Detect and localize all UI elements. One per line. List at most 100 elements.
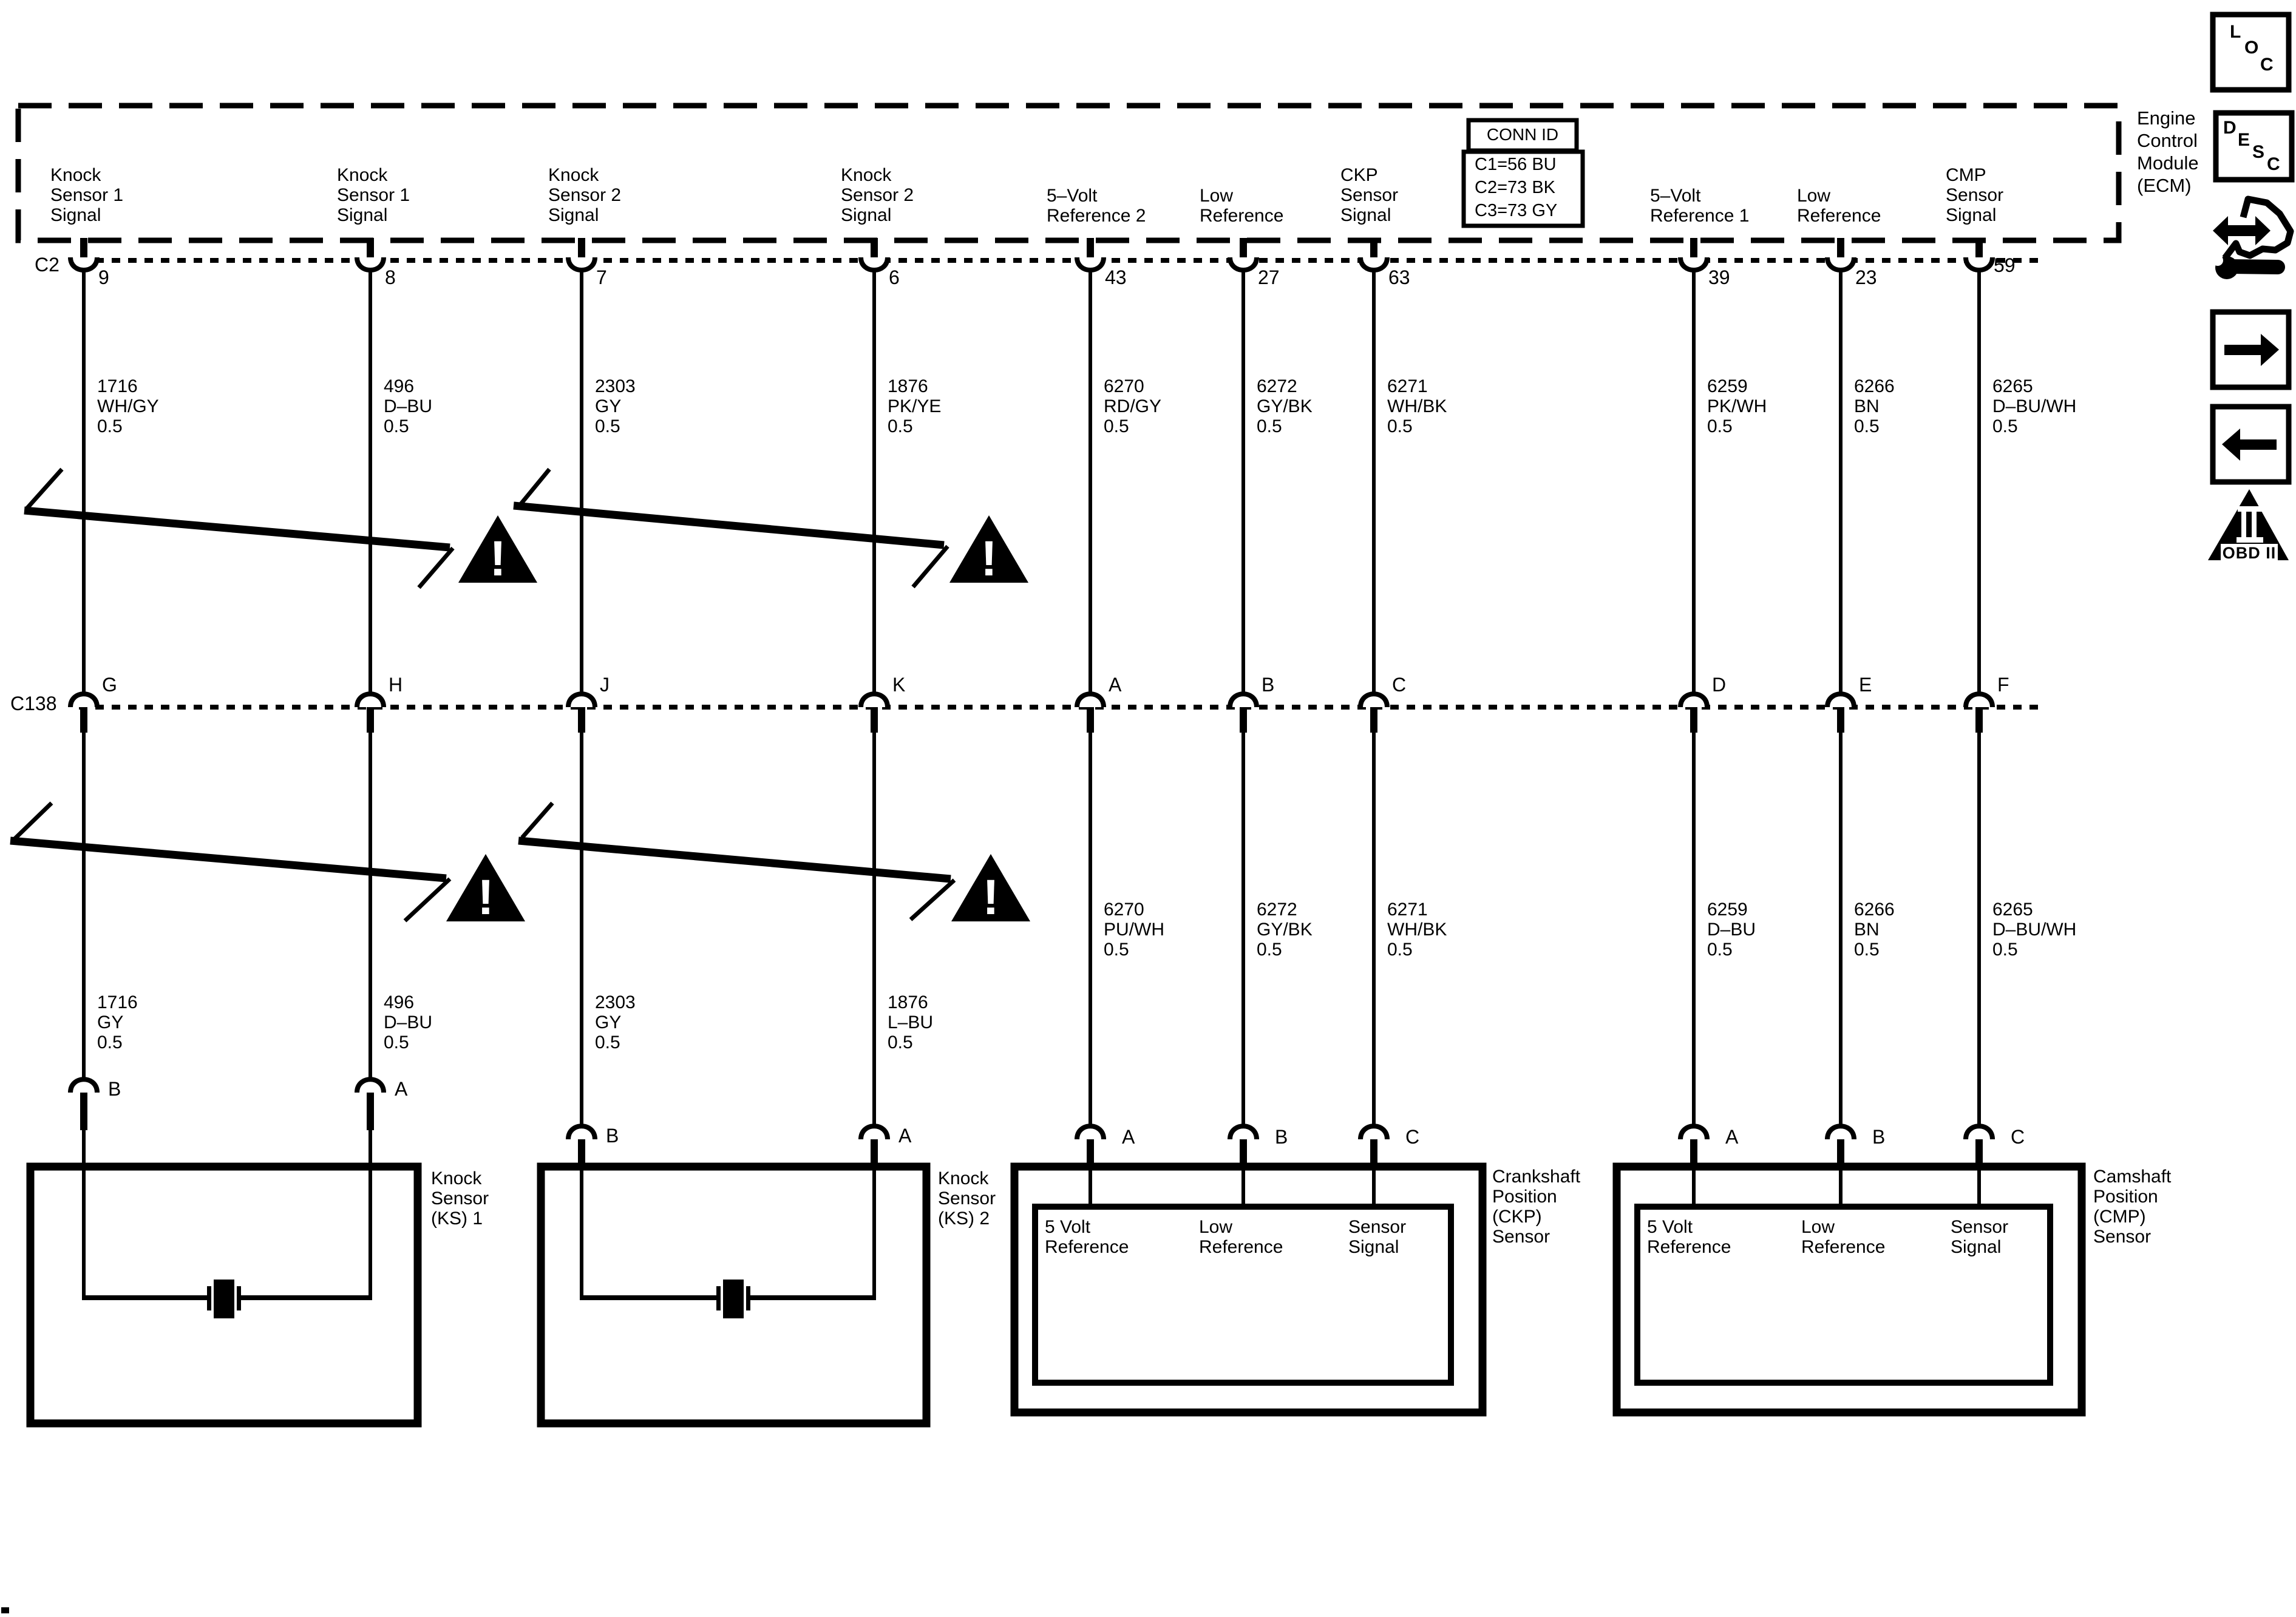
wire-segment-lower (1839, 733, 1843, 1126)
wire-segment-upper (1241, 270, 1245, 694)
ckp-sensor-label: Crankshaft Position (CKP) Sensor (1492, 1167, 1581, 1247)
ecm-pin-stub (1837, 238, 1844, 257)
sensor-pin-letter: B (606, 1125, 619, 1147)
wire-circuit-label-upper: 6259 PK/WH 0.5 (1707, 376, 1767, 436)
wire-circuit-label-upper: 1876 PK/YE 0.5 (888, 376, 942, 436)
c138-pin-stub (1837, 707, 1844, 733)
c138-pin-stub (1240, 707, 1247, 733)
back-arrow-icon[interactable] (2210, 404, 2292, 485)
c138-pin-letter: B (1262, 674, 1275, 696)
ckp-terminal-sig-label: Sensor Signal (1348, 1217, 1407, 1257)
wire-segment-into-sensor (1977, 1168, 1981, 1207)
wire-circuit-label-upper: 6270 RD/GY 0.5 (1104, 376, 1162, 436)
c2-terminal (1358, 257, 1390, 273)
ecm-pin-stub (80, 238, 87, 257)
wire-segment-upper (1692, 270, 1696, 694)
wire-segment-lower (1089, 733, 1092, 1126)
ecm-pin-stub (871, 238, 878, 257)
c138-pin-stub (1975, 707, 1983, 733)
wire-segment-lower (369, 733, 372, 1079)
wire-circuit-label-lower: 2303 GY 0.5 (595, 992, 636, 1053)
bidirectional-service-icon[interactable] (2212, 195, 2294, 279)
sensor-pin-letter: A (1725, 1126, 1739, 1148)
c138-pin-letter: J (600, 674, 610, 696)
wire-segment-into-sensor (872, 1169, 876, 1300)
c138-pin-letter: F (1997, 674, 2009, 696)
c138-pin-stub (871, 707, 878, 733)
c138-pin-letter: D (1712, 674, 1727, 696)
sensor-terminal (1963, 1124, 1995, 1140)
c138-terminal (1358, 691, 1390, 708)
desc-letter: C (2267, 154, 2280, 174)
c138-pin-stub (367, 707, 374, 733)
sensor-terminal (858, 1124, 890, 1140)
ecm-pin-function-label: Knock Sensor 2 Signal (841, 165, 914, 225)
svg-text:!: ! (489, 531, 506, 586)
obd-ii-label: OBD II (2222, 544, 2277, 562)
wire-circuit-label-lower: 6270 PU/WH 0.5 (1104, 900, 1164, 960)
sensor-pin-stub (1370, 1139, 1377, 1168)
warning-triangle-icon (446, 854, 525, 921)
c2-pin-number: 27 (1258, 266, 1280, 288)
wire-circuit-label-lower: 6266 BN 0.5 (1854, 900, 1895, 960)
wire-circuit-label-upper: 6266 BN 0.5 (1854, 376, 1895, 436)
c2-pin-number: 39 (1708, 266, 1730, 288)
forward-arrow-icon[interactable] (2210, 309, 2292, 390)
sensor-pin-letter: C (2011, 1126, 2025, 1148)
warning-triangle-icon (951, 854, 1030, 921)
c2-terminal (1825, 257, 1856, 273)
sensor-pin-stub (1087, 1139, 1094, 1168)
c2-terminal (1963, 257, 1995, 273)
obd-ii-triangle-icon[interactable] (2208, 489, 2289, 561)
cmp-sensor-label: Camshaft Position (CMP) Sensor (2093, 1167, 2172, 1247)
cmp-sensor-inner-box (1634, 1204, 2053, 1386)
c138-pin-letter: C (1392, 674, 1407, 696)
wire-circuit-label-lower: 6259 D–BU 0.5 (1707, 900, 1756, 960)
ecm-pin-function-label: 5–Volt Reference 2 (1047, 186, 1146, 226)
twisted-pair-symbols: ! ! ! ! (10, 467, 1030, 925)
c138-pin-stub (578, 707, 585, 733)
sensor-terminal (566, 1124, 597, 1140)
c2-pin-number: 63 (1388, 266, 1410, 288)
wire-circuit-label-upper: 6272 GY/BK 0.5 (1257, 376, 1313, 436)
connector-c2-label: C2 (35, 254, 59, 276)
ecm-pin-function-label: Knock Sensor 2 Signal (548, 165, 622, 225)
ckp-terminal-5v-label: 5 Volt Reference (1045, 1217, 1129, 1257)
svg-text:!: ! (982, 870, 999, 925)
c138-pin-stub (1370, 707, 1377, 733)
piezo-element-icon (214, 1280, 234, 1318)
conn-id-title: CONN ID (1486, 125, 1559, 144)
warning-triangle-icon (458, 515, 537, 583)
c138-terminal (566, 691, 597, 708)
c138-terminal (1963, 691, 1995, 708)
sensor-terminal (1358, 1124, 1390, 1140)
desc-letter: E (2238, 130, 2250, 150)
cmp-terminal-5v-label: 5 Volt Reference (1647, 1217, 1731, 1257)
loc-box-icon[interactable] (2210, 12, 2292, 93)
c2-terminal (68, 257, 100, 273)
c138-terminal (355, 691, 386, 708)
c138-terminal (1825, 691, 1856, 708)
loc-letter: O (2244, 38, 2259, 58)
wire-segment-upper (1977, 270, 1981, 694)
wire-circuit-label-lower: 496 D–BU 0.5 (384, 992, 433, 1053)
desc-box-icon[interactable] (2213, 110, 2295, 183)
c2-pin-number: 7 (596, 266, 607, 288)
svg-text:!: ! (477, 870, 494, 925)
wire-segment-lower (82, 733, 86, 1079)
wire-segment-into-sensor (580, 1169, 583, 1300)
wire-circuit-label-upper: 2303 GY 0.5 (595, 376, 636, 436)
wire-segment-into-sensor (369, 1130, 372, 1300)
wire-segment-lower (872, 733, 876, 1126)
c2-pin-number: 8 (385, 266, 396, 288)
sensor-terminal (1678, 1124, 1710, 1140)
wire-circuit-label-upper: 1716 WH/GY 0.5 (97, 376, 159, 436)
c2-pin-number: 9 (98, 266, 109, 288)
sensor-pin-letter: B (108, 1078, 121, 1100)
c2-terminal (355, 257, 386, 273)
piezo-element-icon (723, 1280, 744, 1318)
sensor-terminal (1075, 1124, 1106, 1140)
wire-circuit-label-lower: 6271 WH/BK 0.5 (1387, 900, 1447, 960)
loc-letter: C (2260, 55, 2274, 75)
